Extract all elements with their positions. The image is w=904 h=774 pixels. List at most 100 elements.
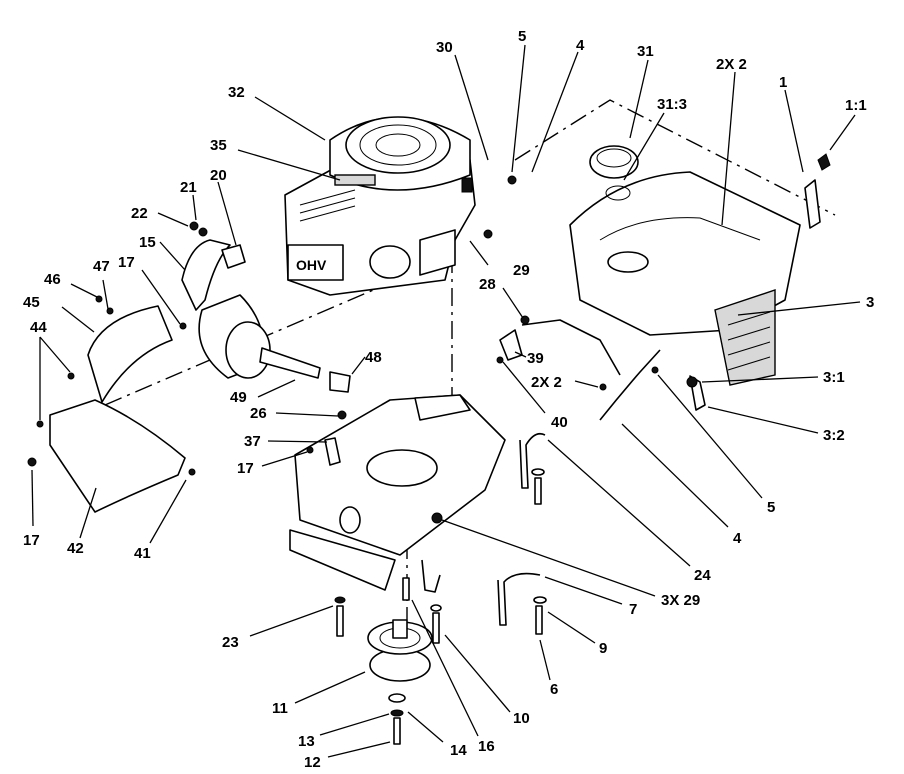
nut-29-top [483,229,493,239]
leader-13 [319,713,390,736]
fuel-switch-1 [804,179,821,229]
callout-labels: 30 5 4 31 2X 2 1 1:1 32 31:3 35 21 20 22… [23,28,874,771]
callout-2x2-mid: 2X 2 [531,374,562,391]
muffler-tailpipe [259,347,321,379]
callout-29-top: 29 [513,262,530,279]
callout-3-2: 3:2 [823,427,845,444]
bolt-22 [189,221,199,231]
clip-2x2 [599,383,607,391]
leader-41 [149,479,187,544]
leader-46 [70,283,98,298]
bolt-12 [393,717,401,745]
leader-22 [157,212,189,227]
screw-17-mid [306,446,314,454]
callout-24: 24 [694,567,711,584]
callout-17-mid: 17 [237,460,254,477]
callout-6: 6 [550,681,558,698]
callout-7: 7 [629,601,637,618]
pulley-assembly [367,619,433,745]
callout-31-3: 31:3 [657,96,687,113]
leader-44a [39,336,71,373]
leader-6 [539,639,551,681]
leader-2x2-mid [574,380,599,388]
leader-3-1 [701,376,819,383]
leader-17-top [141,269,181,325]
leader-24 [547,439,691,567]
callout-14: 14 [450,742,467,759]
bolt-24 [534,477,542,505]
screw-17-left [27,457,37,467]
leader-1 [784,89,804,173]
flywheel-screen [345,116,451,174]
washer-13 [388,693,406,703]
bolt-6 [535,605,543,635]
callout-12: 12 [304,754,321,771]
screw-17-top [179,322,187,330]
muffler-guard-assembly [27,295,196,513]
clip-5-top [507,175,517,185]
frame-rail-top [414,394,471,421]
fuel-cap-top [596,148,632,168]
leader-30 [454,54,489,161]
callout-45: 45 [23,294,40,311]
leader-17-left [31,469,34,527]
leader-40 [502,361,546,414]
leader-17-mid [261,451,308,467]
leader-42 [79,487,97,539]
flywheel-screen-inner [359,124,437,166]
washer-10 [430,604,442,612]
nut-3x29 [431,512,443,524]
callout-5-right: 5 [767,499,775,516]
callout-44: 44 [30,319,47,336]
nut-41 [188,468,196,476]
rod-24 [519,432,546,489]
callout-4-top: 4 [576,37,585,54]
leader-1-1 [829,114,856,151]
ohv-badge: OHV [296,257,327,273]
clip-5-right [651,366,659,374]
callout-3: 3 [866,294,874,311]
fuel-tank-ridge [599,217,761,241]
callout-21: 21 [180,179,197,196]
fuel-cap-gasket-31-3 [605,185,631,201]
rod-10 [421,559,441,593]
fuel-cap-31 [589,145,639,179]
leader-14 [407,711,444,743]
callout-3x29: 3X 29 [661,592,700,609]
leader-12 [327,741,391,758]
screw-46 [95,295,103,303]
callout-13: 13 [298,733,315,750]
callout-31: 31 [637,43,654,60]
callout-15: 15 [139,234,156,251]
fuel-lines [483,175,661,421]
hardware [334,432,547,644]
tank-bracket [714,289,776,386]
callout-26: 26 [250,405,267,422]
leader-3 [737,301,861,316]
callout-46: 46 [44,271,61,288]
washer-23 [334,596,346,604]
tank-bracket-slots [727,311,771,371]
leader-lines [31,44,861,758]
leader-3-2 [707,406,819,434]
callout-39: 39 [527,350,544,367]
callout-5-top: 5 [518,28,526,45]
leader-5-right [657,374,763,499]
callout-16: 16 [478,738,495,755]
leader-28 [502,287,524,319]
washer-9 [533,596,547,604]
flywheel-screen-hub [375,133,421,157]
fuel-line-28 [521,319,621,376]
callout-35: 35 [210,137,227,154]
clamp-39 [499,329,523,361]
leader-3x29 [441,519,656,597]
screw-44b [36,420,44,428]
fuel-line-4 [599,349,661,421]
leader-47 [102,279,109,310]
leader-39 [514,351,527,358]
leader-2x2-top [721,71,736,226]
ohv-panel [287,244,344,281]
callout-1: 1 [779,74,787,91]
callout-11: 11 [272,700,288,717]
callout-37: 37 [244,433,261,450]
